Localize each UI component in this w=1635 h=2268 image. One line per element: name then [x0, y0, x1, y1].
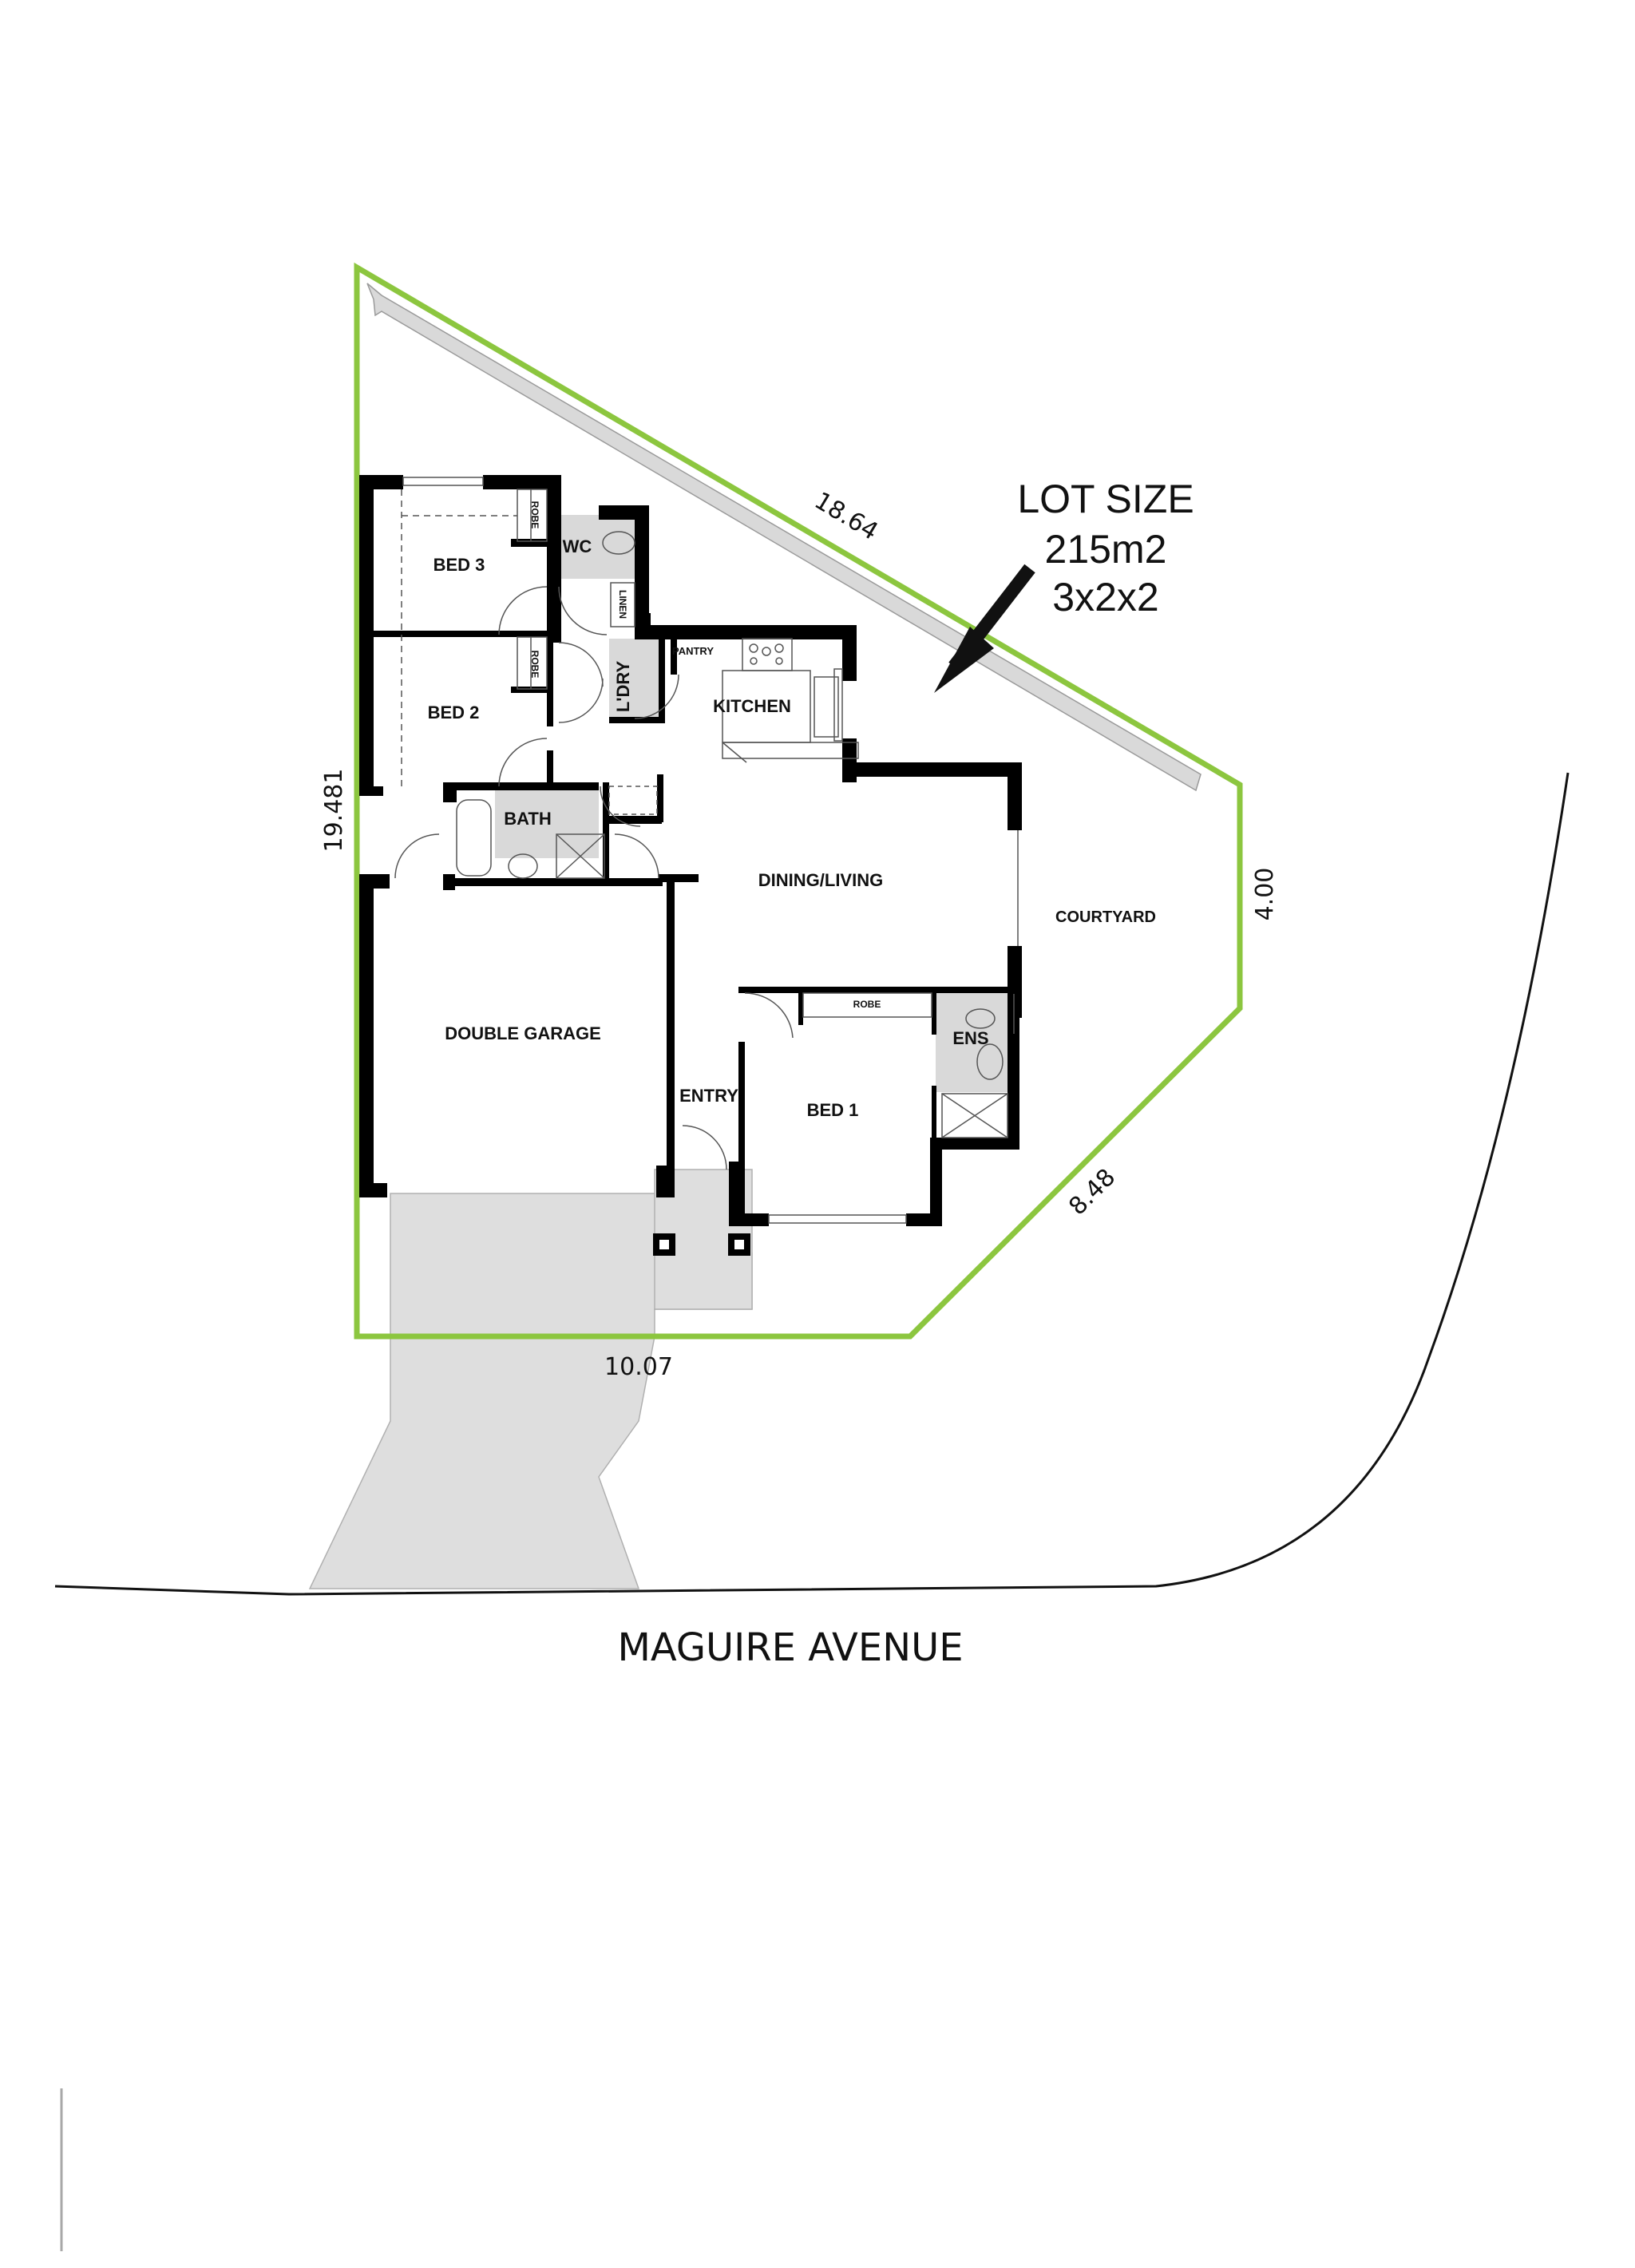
room-label-robe-bed2: ROBE — [529, 651, 540, 679]
room-label-bed3: BED 3 — [433, 555, 485, 575]
dimension-east: 4.00 — [1251, 868, 1279, 921]
wc-floor — [551, 515, 643, 579]
room-label-bath: BATH — [504, 809, 551, 829]
room-label-bed2: BED 2 — [428, 703, 480, 722]
room-label-wc: WC — [563, 536, 592, 556]
room-label-bed1: BED 1 — [807, 1100, 859, 1120]
room-label-double-garage: DOUBLE GARAGE — [445, 1023, 601, 1043]
ensuite-floor — [936, 990, 1009, 1092]
lot-size-area: 215m2 — [1045, 527, 1167, 572]
porch-post-inner — [734, 1240, 744, 1249]
lot-size-title: LOT SIZE — [1017, 477, 1194, 521]
lot-pointer-arrow-icon — [934, 564, 1035, 693]
room-label-entry: ENTRY — [679, 1086, 738, 1106]
bath-floor — [495, 786, 599, 858]
room-label-robe-bed1: ROBE — [853, 999, 881, 1010]
dimension-west: 19.481 — [320, 769, 348, 853]
dimension-south: 10.07 — [604, 1353, 673, 1381]
room-label-linen: LINEN — [617, 590, 628, 619]
street-name-label: MAGUIRE AVENUE — [617, 1625, 963, 1670]
walls — [359, 475, 1022, 1256]
porch-post-inner — [659, 1240, 669, 1249]
laundry-floor — [609, 639, 665, 722]
street-kerb-line — [54, 772, 1570, 1596]
room-label-dining-living: DINING/LIVING — [758, 870, 883, 890]
boundary-fence-strip — [366, 283, 1202, 792]
lot-boundary — [354, 262, 1243, 1340]
fixtures — [394, 477, 1019, 1224]
lot-config: 3x2x2 — [1052, 575, 1158, 619]
room-label-laundry: L'DRY — [613, 661, 633, 713]
room-label-courtyard: COURTYARD — [1055, 908, 1156, 926]
room-label-pantry: PANTRY — [672, 645, 714, 657]
room-label-kitchen: KITCHEN — [713, 696, 791, 716]
room-label-ensuite: ENS — [952, 1028, 988, 1048]
room-label-robe-bed3: ROBE — [529, 501, 540, 529]
